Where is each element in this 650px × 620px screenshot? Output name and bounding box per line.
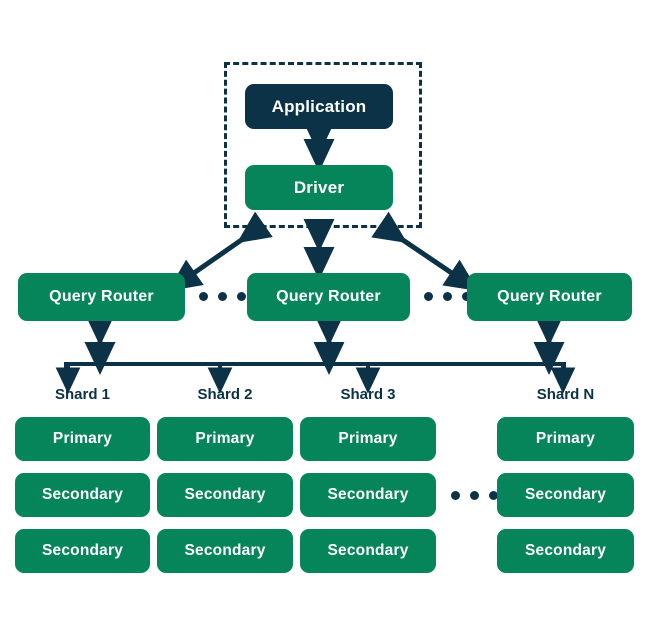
shard-3-secondary-1[interactable]: Secondary bbox=[300, 473, 436, 517]
dot bbox=[218, 292, 227, 301]
shard-label-4: Shard N bbox=[536, 386, 595, 403]
shard-1-secondary-1[interactable]: Secondary bbox=[15, 473, 150, 517]
query-router-1[interactable]: Query Router bbox=[18, 273, 185, 321]
arrow-client-router-1 bbox=[167, 211, 273, 292]
shard-n-secondary-2[interactable]: Secondary bbox=[497, 529, 634, 573]
query-router-3[interactable]: Query Router bbox=[467, 273, 632, 321]
dot bbox=[489, 491, 498, 500]
driver-box[interactable]: Driver bbox=[245, 165, 393, 210]
shard-1-primary[interactable]: Primary bbox=[15, 417, 150, 461]
dot bbox=[462, 292, 471, 301]
query-router-2[interactable]: Query Router bbox=[247, 273, 410, 321]
dot bbox=[424, 292, 433, 301]
dot bbox=[199, 292, 208, 301]
shard-label-3: Shard 3 bbox=[340, 386, 396, 403]
dot bbox=[451, 491, 460, 500]
shard-3-primary[interactable]: Primary bbox=[300, 417, 436, 461]
shard-3-secondary-2[interactable]: Secondary bbox=[300, 529, 436, 573]
client-application-group bbox=[224, 62, 422, 228]
shard-label-2: Shard 2 bbox=[197, 386, 253, 403]
shard-ellipsis bbox=[451, 491, 498, 500]
shard-n-secondary-1[interactable]: Secondary bbox=[497, 473, 634, 517]
dot bbox=[237, 292, 246, 301]
shard-1-secondary-2[interactable]: Secondary bbox=[15, 529, 150, 573]
shard-2-secondary-2[interactable]: Secondary bbox=[157, 529, 293, 573]
dot bbox=[470, 491, 479, 500]
shard-label-1: Shard 1 bbox=[54, 386, 111, 403]
shard-2-secondary-1[interactable]: Secondary bbox=[157, 473, 293, 517]
shard-2-primary[interactable]: Primary bbox=[157, 417, 293, 461]
application-box[interactable]: Application bbox=[245, 84, 393, 129]
router-ellipsis-1 bbox=[199, 292, 246, 301]
shard-n-primary[interactable]: Primary bbox=[497, 417, 634, 461]
dot bbox=[443, 292, 452, 301]
router-ellipsis-2 bbox=[424, 292, 471, 301]
shard-bus-line bbox=[64, 362, 566, 377]
